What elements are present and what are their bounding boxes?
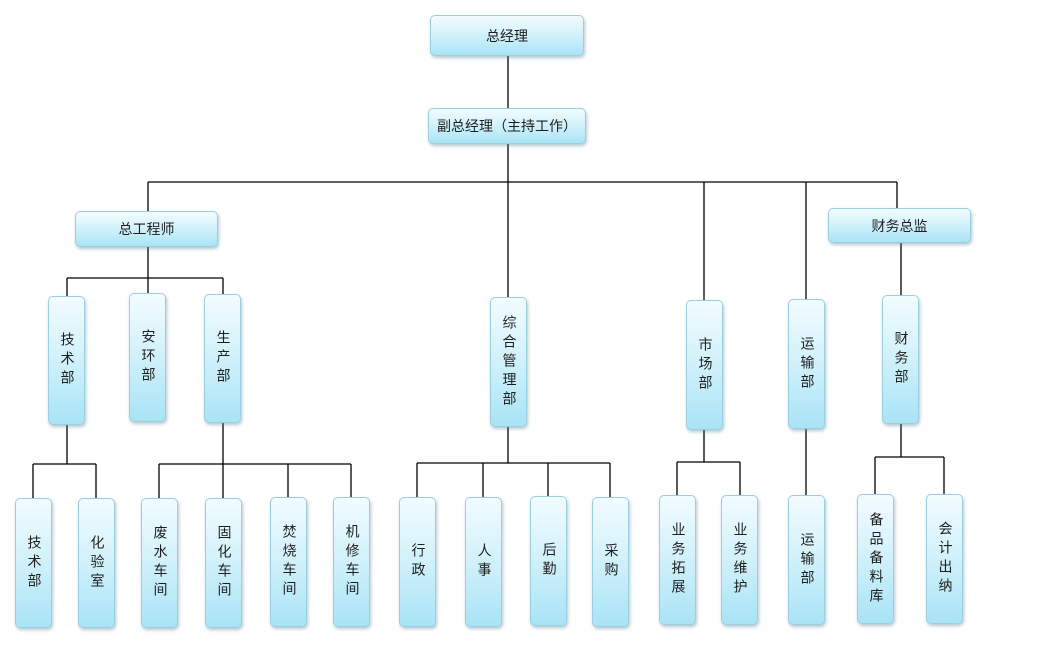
node-maintenance-workshop[interactable]: 机修车间: [333, 497, 370, 627]
node-finance-dept[interactable]: 财务部: [882, 295, 919, 424]
node-tech-dept-sub[interactable]: 技术部: [15, 498, 52, 628]
node-lab[interactable]: 化验室: [78, 498, 115, 628]
node-label: 行政: [409, 543, 426, 581]
node-label: 运输部: [798, 531, 815, 589]
node-label: 废水车间: [151, 525, 168, 601]
node-accounting[interactable]: 会计出纳: [926, 494, 963, 624]
node-procurement[interactable]: 采购: [592, 497, 629, 627]
node-logistics[interactable]: 后勤: [530, 496, 567, 626]
node-label: 运输部: [798, 335, 815, 393]
node-label: 安环部: [139, 329, 156, 386]
node-admin[interactable]: 行政: [399, 497, 436, 627]
node-label: 财务部: [892, 331, 909, 388]
node-deputy-general-manager[interactable]: 副总经理（主持工作）: [428, 108, 586, 144]
node-label: 技术部: [58, 332, 75, 389]
node-label: 市场部: [696, 336, 713, 394]
node-label: 后勤: [540, 542, 557, 580]
node-label: 生产部: [214, 330, 231, 387]
node-label: 焚烧车间: [280, 524, 297, 600]
node-label: 人事: [475, 543, 492, 581]
node-business-maintenance[interactable]: 业务维护: [721, 495, 758, 625]
node-production-dept[interactable]: 生产部: [204, 294, 241, 423]
node-label: 总经理: [486, 28, 528, 45]
node-spare-parts[interactable]: 备品备料库: [857, 494, 894, 624]
node-label: 技术部: [25, 534, 42, 592]
node-transport-dept[interactable]: 运输部: [788, 299, 825, 429]
node-label: 业务拓展: [669, 522, 686, 598]
node-label: 会计出纳: [936, 521, 953, 597]
node-label: 采购: [602, 543, 619, 581]
node-label: 财务总监: [871, 218, 928, 235]
node-label: 固化车间: [215, 525, 232, 601]
node-label: 化验室: [88, 534, 105, 592]
node-label: 机修车间: [343, 524, 360, 600]
node-hr[interactable]: 人事: [465, 497, 502, 627]
node-general-manager[interactable]: 总经理: [430, 15, 584, 56]
node-safety-env-dept[interactable]: 安环部: [129, 293, 166, 422]
node-market-dept[interactable]: 市场部: [686, 300, 723, 430]
node-tech-dept[interactable]: 技术部: [48, 296, 85, 425]
node-general-mgmt-dept[interactable]: 综合管理部: [490, 297, 527, 427]
node-label: 总工程师: [118, 222, 175, 238]
node-transport-dept-sub[interactable]: 运输部: [788, 495, 825, 625]
node-label: 副总经理（主持工作）: [437, 119, 577, 135]
node-finance-director[interactable]: 财务总监: [828, 208, 971, 243]
node-wastewater-workshop[interactable]: 废水车间: [141, 498, 178, 628]
node-chief-engineer[interactable]: 总工程师: [75, 211, 218, 247]
node-label: 综合管理部: [500, 314, 517, 410]
node-solidification-workshop[interactable]: 固化车间: [205, 498, 242, 628]
node-incineration-workshop[interactable]: 焚烧车间: [270, 497, 307, 627]
node-business-expansion[interactable]: 业务拓展: [659, 495, 696, 625]
node-label: 业务维护: [731, 522, 748, 598]
node-label: 备品备料库: [867, 511, 884, 607]
